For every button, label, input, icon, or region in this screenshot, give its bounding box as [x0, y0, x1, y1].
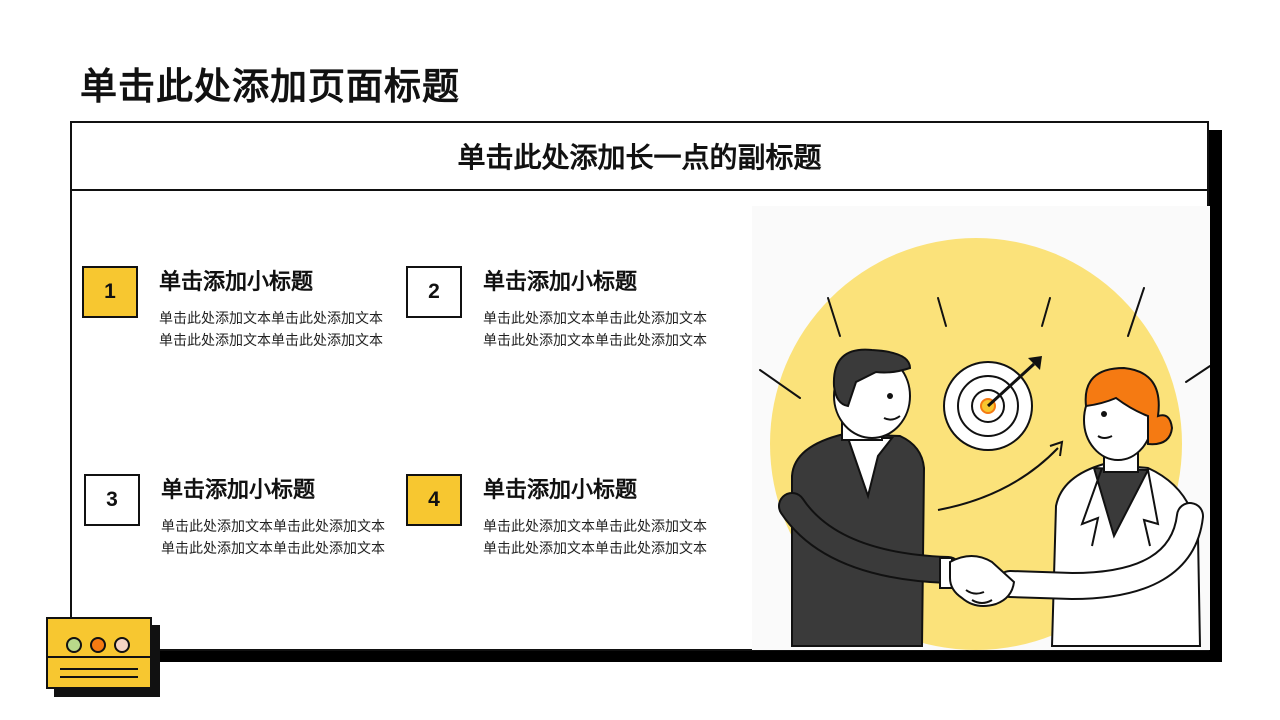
- item-title[interactable]: 单击添加小标题: [483, 478, 638, 503]
- item-title[interactable]: 单击添加小标题: [159, 270, 314, 295]
- target-icon: [943, 356, 1042, 451]
- item-text[interactable]: 单击此处添加文本单击此处添加文本单击此处添加文本单击此处添加文本: [161, 519, 385, 557]
- item-number-badge: 3: [84, 474, 140, 526]
- item-text[interactable]: 单击此处添加文本单击此处添加文本单击此处添加文本单击此处添加文本: [483, 311, 707, 349]
- window-icon: [46, 617, 160, 697]
- item-number-badge: 1: [82, 266, 138, 318]
- page-title[interactable]: 单击此处添加页面标题: [80, 65, 460, 108]
- item-text[interactable]: 单击此处添加文本单击此处添加文本单击此处添加文本单击此处添加文本: [483, 519, 707, 557]
- item-title[interactable]: 单击添加小标题: [161, 478, 316, 503]
- item-text[interactable]: 单击此处添加文本单击此处添加文本单击此处添加文本单击此处添加文本: [159, 311, 383, 349]
- handshake-illustration: [752, 206, 1210, 650]
- item-title[interactable]: 单击添加小标题: [483, 270, 638, 295]
- subtitle[interactable]: 单击此处添加长一点的副标题: [72, 123, 1207, 191]
- item-number-badge: 2: [406, 266, 462, 318]
- item-number-badge: 4: [406, 474, 462, 526]
